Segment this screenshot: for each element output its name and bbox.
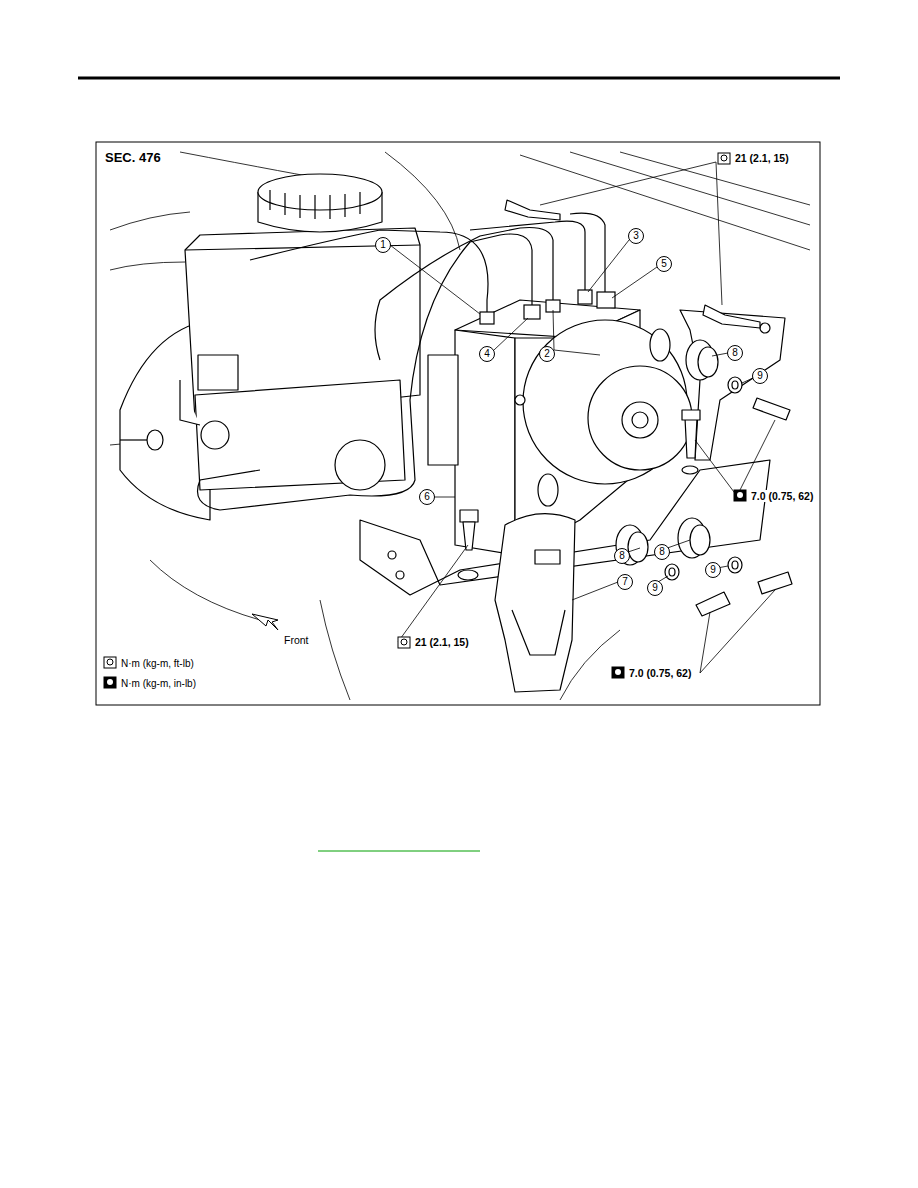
callout-number: 1 xyxy=(375,237,391,253)
callout-number: 3 xyxy=(628,228,644,244)
callout-number: 8 xyxy=(654,544,670,560)
callout-number: 9 xyxy=(647,580,663,596)
torque-value: 21 (2.1, 15) xyxy=(414,636,470,648)
torque-value: 7.0 (0.75, 62) xyxy=(628,667,692,679)
callout-number: 7 xyxy=(617,574,633,590)
torque-value: 21 (2.1, 15) xyxy=(734,152,790,164)
callout-number: 9 xyxy=(705,562,721,578)
callout-number: 4 xyxy=(479,346,495,362)
torque-value: 7.0 (0.75, 62) xyxy=(750,490,814,502)
callout-number: 2 xyxy=(539,346,555,362)
callout-number: 6 xyxy=(419,489,435,505)
callout-number: 8 xyxy=(614,548,630,564)
legend-text: N·m (kg-m, ft-lb) xyxy=(120,658,195,669)
section-number: SEC. 476 xyxy=(105,150,161,165)
callout-number: 5 xyxy=(656,256,672,272)
direction-label: Front xyxy=(283,634,310,646)
callout-number: 8 xyxy=(727,345,743,361)
legend-text: N·m (kg-m, in-lb) xyxy=(120,678,197,689)
callout-number: 9 xyxy=(752,368,768,384)
